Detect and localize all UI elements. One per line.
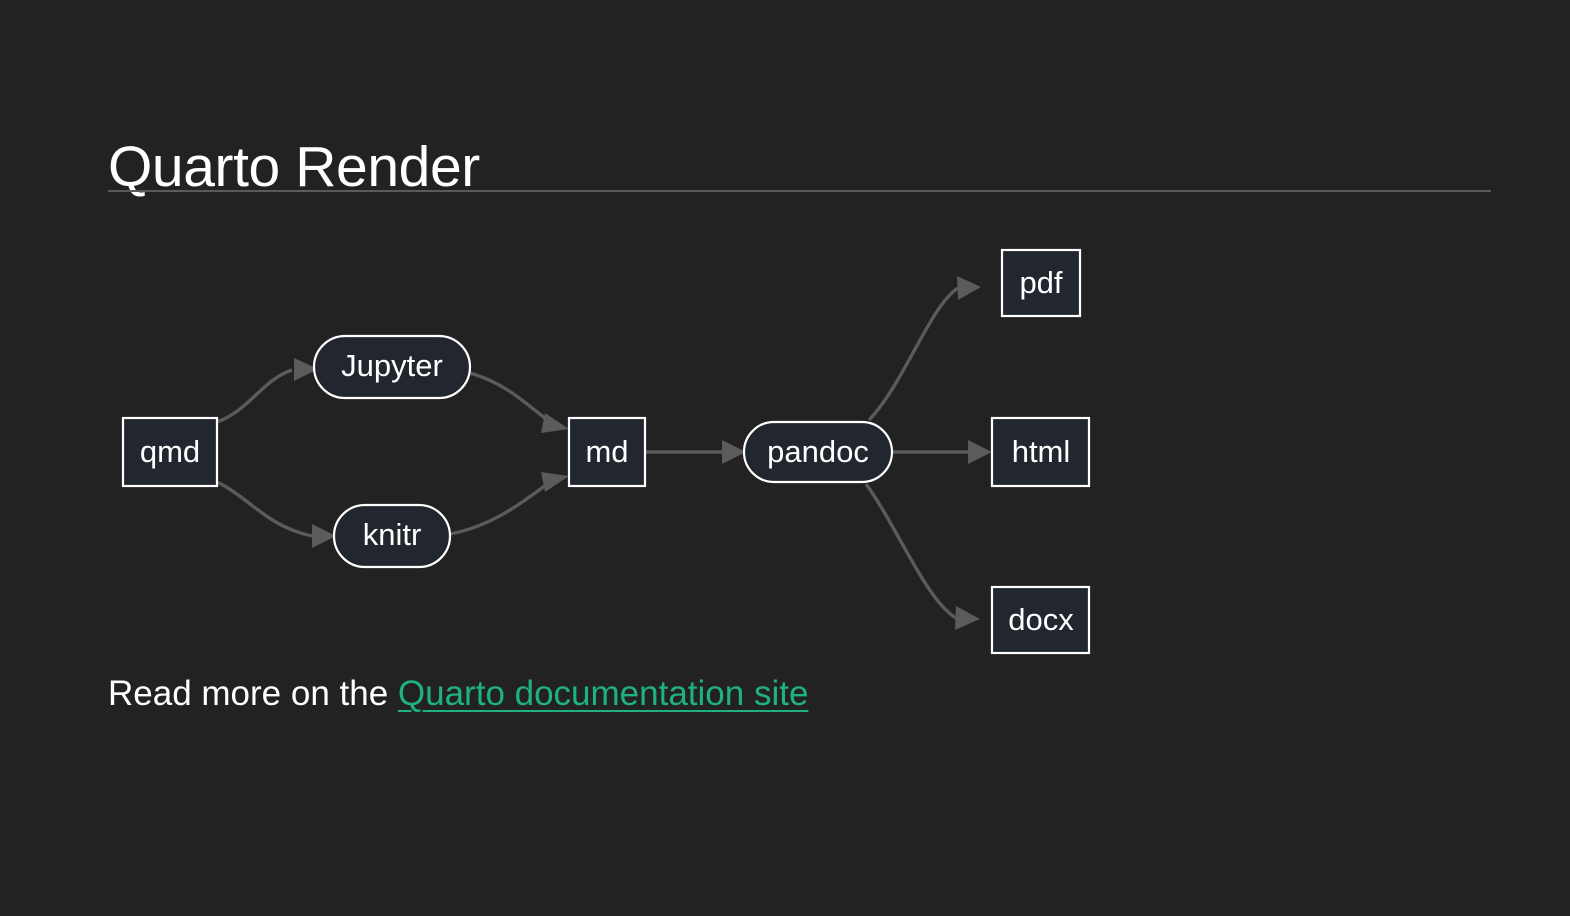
node-md[interactable]: md bbox=[567, 416, 647, 488]
edge-arrowhead-jupyter-md bbox=[541, 413, 569, 433]
page-title: Quarto Render bbox=[108, 135, 480, 200]
node-docx-shape bbox=[990, 585, 1091, 655]
edge-arrowhead-pandoc-pdf bbox=[957, 276, 981, 300]
edge-arrowhead-pandoc-docx bbox=[955, 606, 980, 630]
node-qmd-label: qmd bbox=[140, 434, 200, 469]
edge-arrowhead-qmd-jupyter bbox=[294, 358, 318, 381]
title-divider bbox=[108, 190, 1491, 192]
node-html-shape bbox=[990, 416, 1091, 488]
edge-knitr-md bbox=[449, 480, 552, 536]
edge-arrowhead-pandoc-html bbox=[968, 440, 992, 464]
edge-arrowhead-knitr-md bbox=[541, 472, 569, 492]
node-knitr-shape bbox=[332, 503, 452, 569]
node-jupyter-shape bbox=[312, 334, 472, 400]
node-qmd[interactable]: qmd bbox=[121, 416, 219, 488]
edge-arrowhead-md-pandoc bbox=[722, 440, 746, 464]
edge-pandoc-pdf bbox=[867, 286, 959, 422]
node-pdf[interactable]: pdf bbox=[1000, 248, 1082, 318]
node-pandoc-shape bbox=[742, 420, 894, 484]
node-jupyter-label: Jupyter bbox=[341, 348, 443, 383]
node-docx-label: docx bbox=[1008, 602, 1074, 637]
node-pandoc[interactable]: pandoc bbox=[742, 420, 894, 484]
node-pandoc-label: pandoc bbox=[767, 434, 869, 469]
edge-qmd-jupyter bbox=[216, 368, 293, 424]
node-knitr[interactable]: knitr bbox=[332, 503, 452, 569]
node-pdf-shape bbox=[1000, 248, 1082, 318]
edge-arrowhead-qmd-knitr bbox=[312, 524, 336, 548]
node-qmd-shape bbox=[121, 416, 219, 488]
node-docx[interactable]: docx bbox=[990, 585, 1091, 655]
edge-pandoc-docx bbox=[864, 483, 957, 620]
quarto-render-flowchart: qmd Jupyter knitr md pandoc bbox=[0, 210, 1570, 670]
node-md-shape bbox=[567, 416, 647, 488]
node-html[interactable]: html bbox=[990, 416, 1091, 488]
node-md-label: md bbox=[585, 434, 628, 469]
node-html-label: html bbox=[1012, 434, 1071, 469]
footer-paragraph: Read more on the Quarto documentation si… bbox=[108, 674, 808, 714]
node-jupyter[interactable]: Jupyter bbox=[312, 334, 472, 400]
node-knitr-label: knitr bbox=[363, 517, 422, 552]
edge-group bbox=[216, 276, 992, 630]
quarto-documentation-link[interactable]: Quarto documentation site bbox=[397, 674, 809, 713]
edge-jupyter-md bbox=[469, 371, 552, 424]
edge-qmd-knitr bbox=[216, 480, 313, 538]
footer-prefix: Read more on the bbox=[108, 674, 398, 713]
node-pdf-label: pdf bbox=[1019, 265, 1062, 300]
